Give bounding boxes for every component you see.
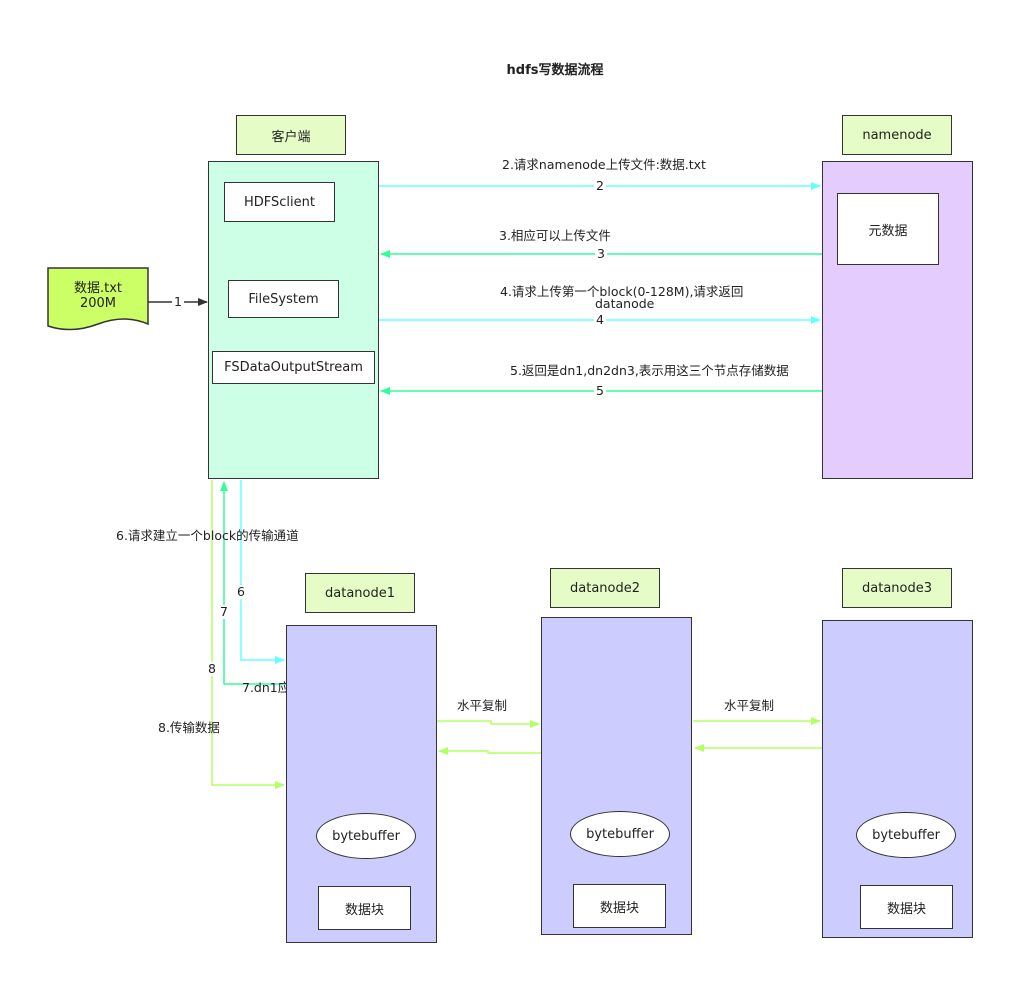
step-8-number: 8 [206,661,218,676]
datanode3-label: datanode3 [842,568,952,608]
datanode2-bytebuffer[interactable]: bytebuffer [570,811,670,857]
datanode1-label: datanode1 [305,573,415,613]
client-label: 客户端 [236,115,346,155]
datanode1-block[interactable]: 数据块 [318,886,411,930]
step-4-text-line1: 4.请求上传第一个block(0-128M),请求返回 [500,284,744,299]
step-3-number: 3 [595,246,607,261]
step-8-text: 8.传输数据 [158,720,220,735]
arrow-step-7 [220,481,286,685]
step-1-number: 1 [172,294,184,309]
datanode2-block[interactable]: 数据块 [573,884,666,928]
datanode2-label: datanode2 [550,568,660,608]
replication-label-dn1-dn2: 水平复制 [457,698,508,713]
step-5-number: 5 [594,383,606,398]
datanode1-bytebuffer[interactable]: bytebuffer [316,813,416,859]
file-system-box[interactable]: FileSystem [228,280,339,318]
step-5-text: 5.返回是dn1,dn2dn3,表示用这三个节点存储数据 [510,363,789,378]
datanode2-box[interactable] [541,617,692,935]
file-doc[interactable]: 数据.txt 200M [48,281,148,311]
file-document-shape [47,267,149,331]
step-6-number: 6 [235,584,247,599]
step-2-text: 2.请求namenode上传文件:数据.txt [502,157,706,172]
file-size: 200M [79,296,117,311]
file-name: 数据.txt [73,281,123,296]
arrow-replicate-dn1-dn2 [437,720,540,728]
diagram-title: hdfs写数据流程 [506,63,604,78]
step-4-text-line2: datanode [595,296,655,311]
arrow-step-6 [240,480,285,664]
datanode3-block[interactable]: 数据块 [860,885,953,929]
datanode3-bytebuffer[interactable]: bytebuffer [856,812,956,858]
replication-label-dn2-dn3: 水平复制 [724,698,775,713]
step-6-text: 6.请求建立一个block的传输通道 [116,528,299,543]
step-4-number: 4 [594,312,606,327]
step-3-text: 3.相应可以上传文件 [499,228,611,243]
hdfs-client-box[interactable]: HDFSclient [224,182,335,222]
step-7-number: 7 [218,604,230,619]
namenode-label: namenode [842,115,952,155]
arrow-ack-dn2-dn1 [438,747,541,755]
metadata-box[interactable]: 元数据 [837,193,939,265]
output-stream-box[interactable]: FSDataOutputStream [212,351,375,384]
arrow-step-8 [211,480,285,789]
step-2-number: 2 [594,178,606,193]
